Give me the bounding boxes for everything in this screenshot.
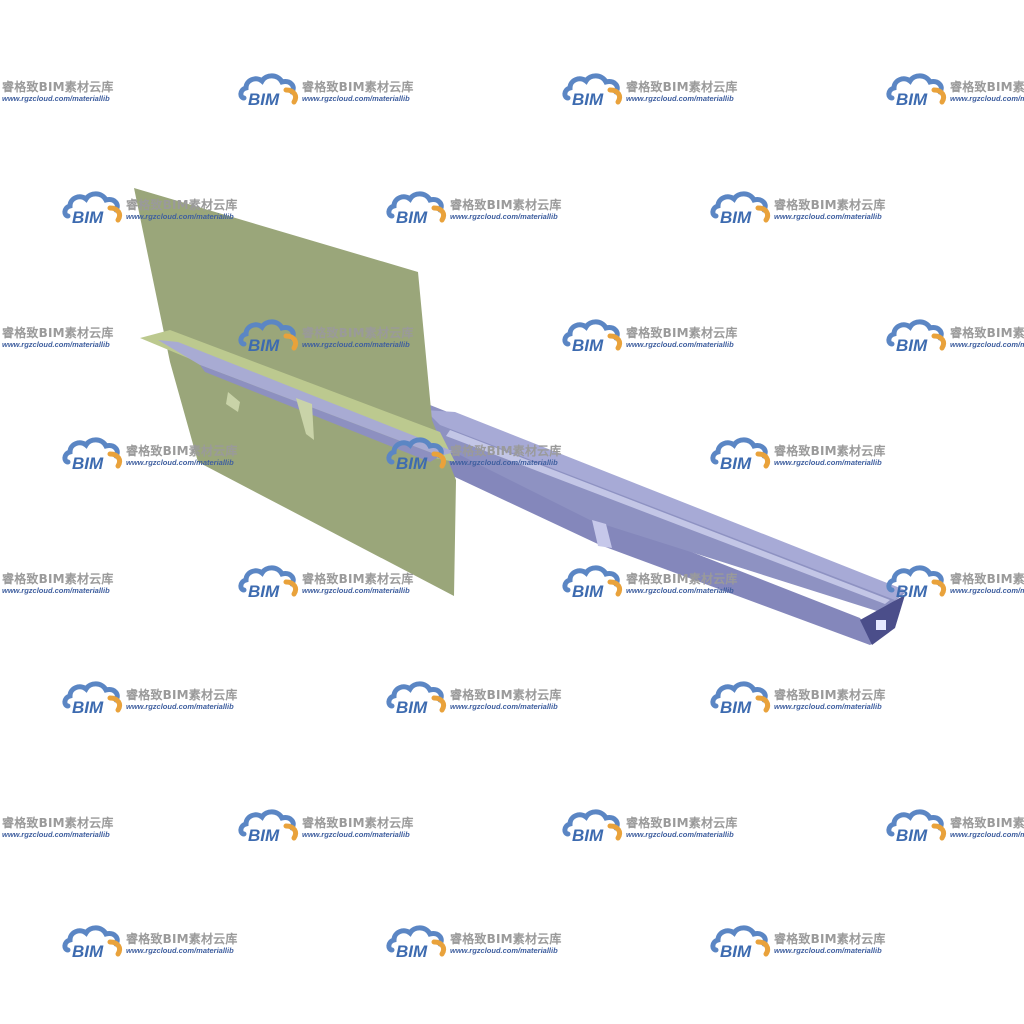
girder-through-plate bbox=[158, 340, 455, 456]
green-panel-plate bbox=[134, 188, 456, 596]
girder-stiffener bbox=[592, 520, 612, 548]
steel-box-girder bbox=[425, 405, 905, 645]
girder-end-opening bbox=[876, 620, 886, 630]
girder-top-highlight bbox=[446, 430, 890, 604]
plate-stiffener-1 bbox=[296, 398, 314, 440]
girder-top-face bbox=[425, 410, 905, 600]
plate-stiffener-2 bbox=[226, 392, 240, 412]
girder-through-plate-edge bbox=[200, 365, 440, 462]
